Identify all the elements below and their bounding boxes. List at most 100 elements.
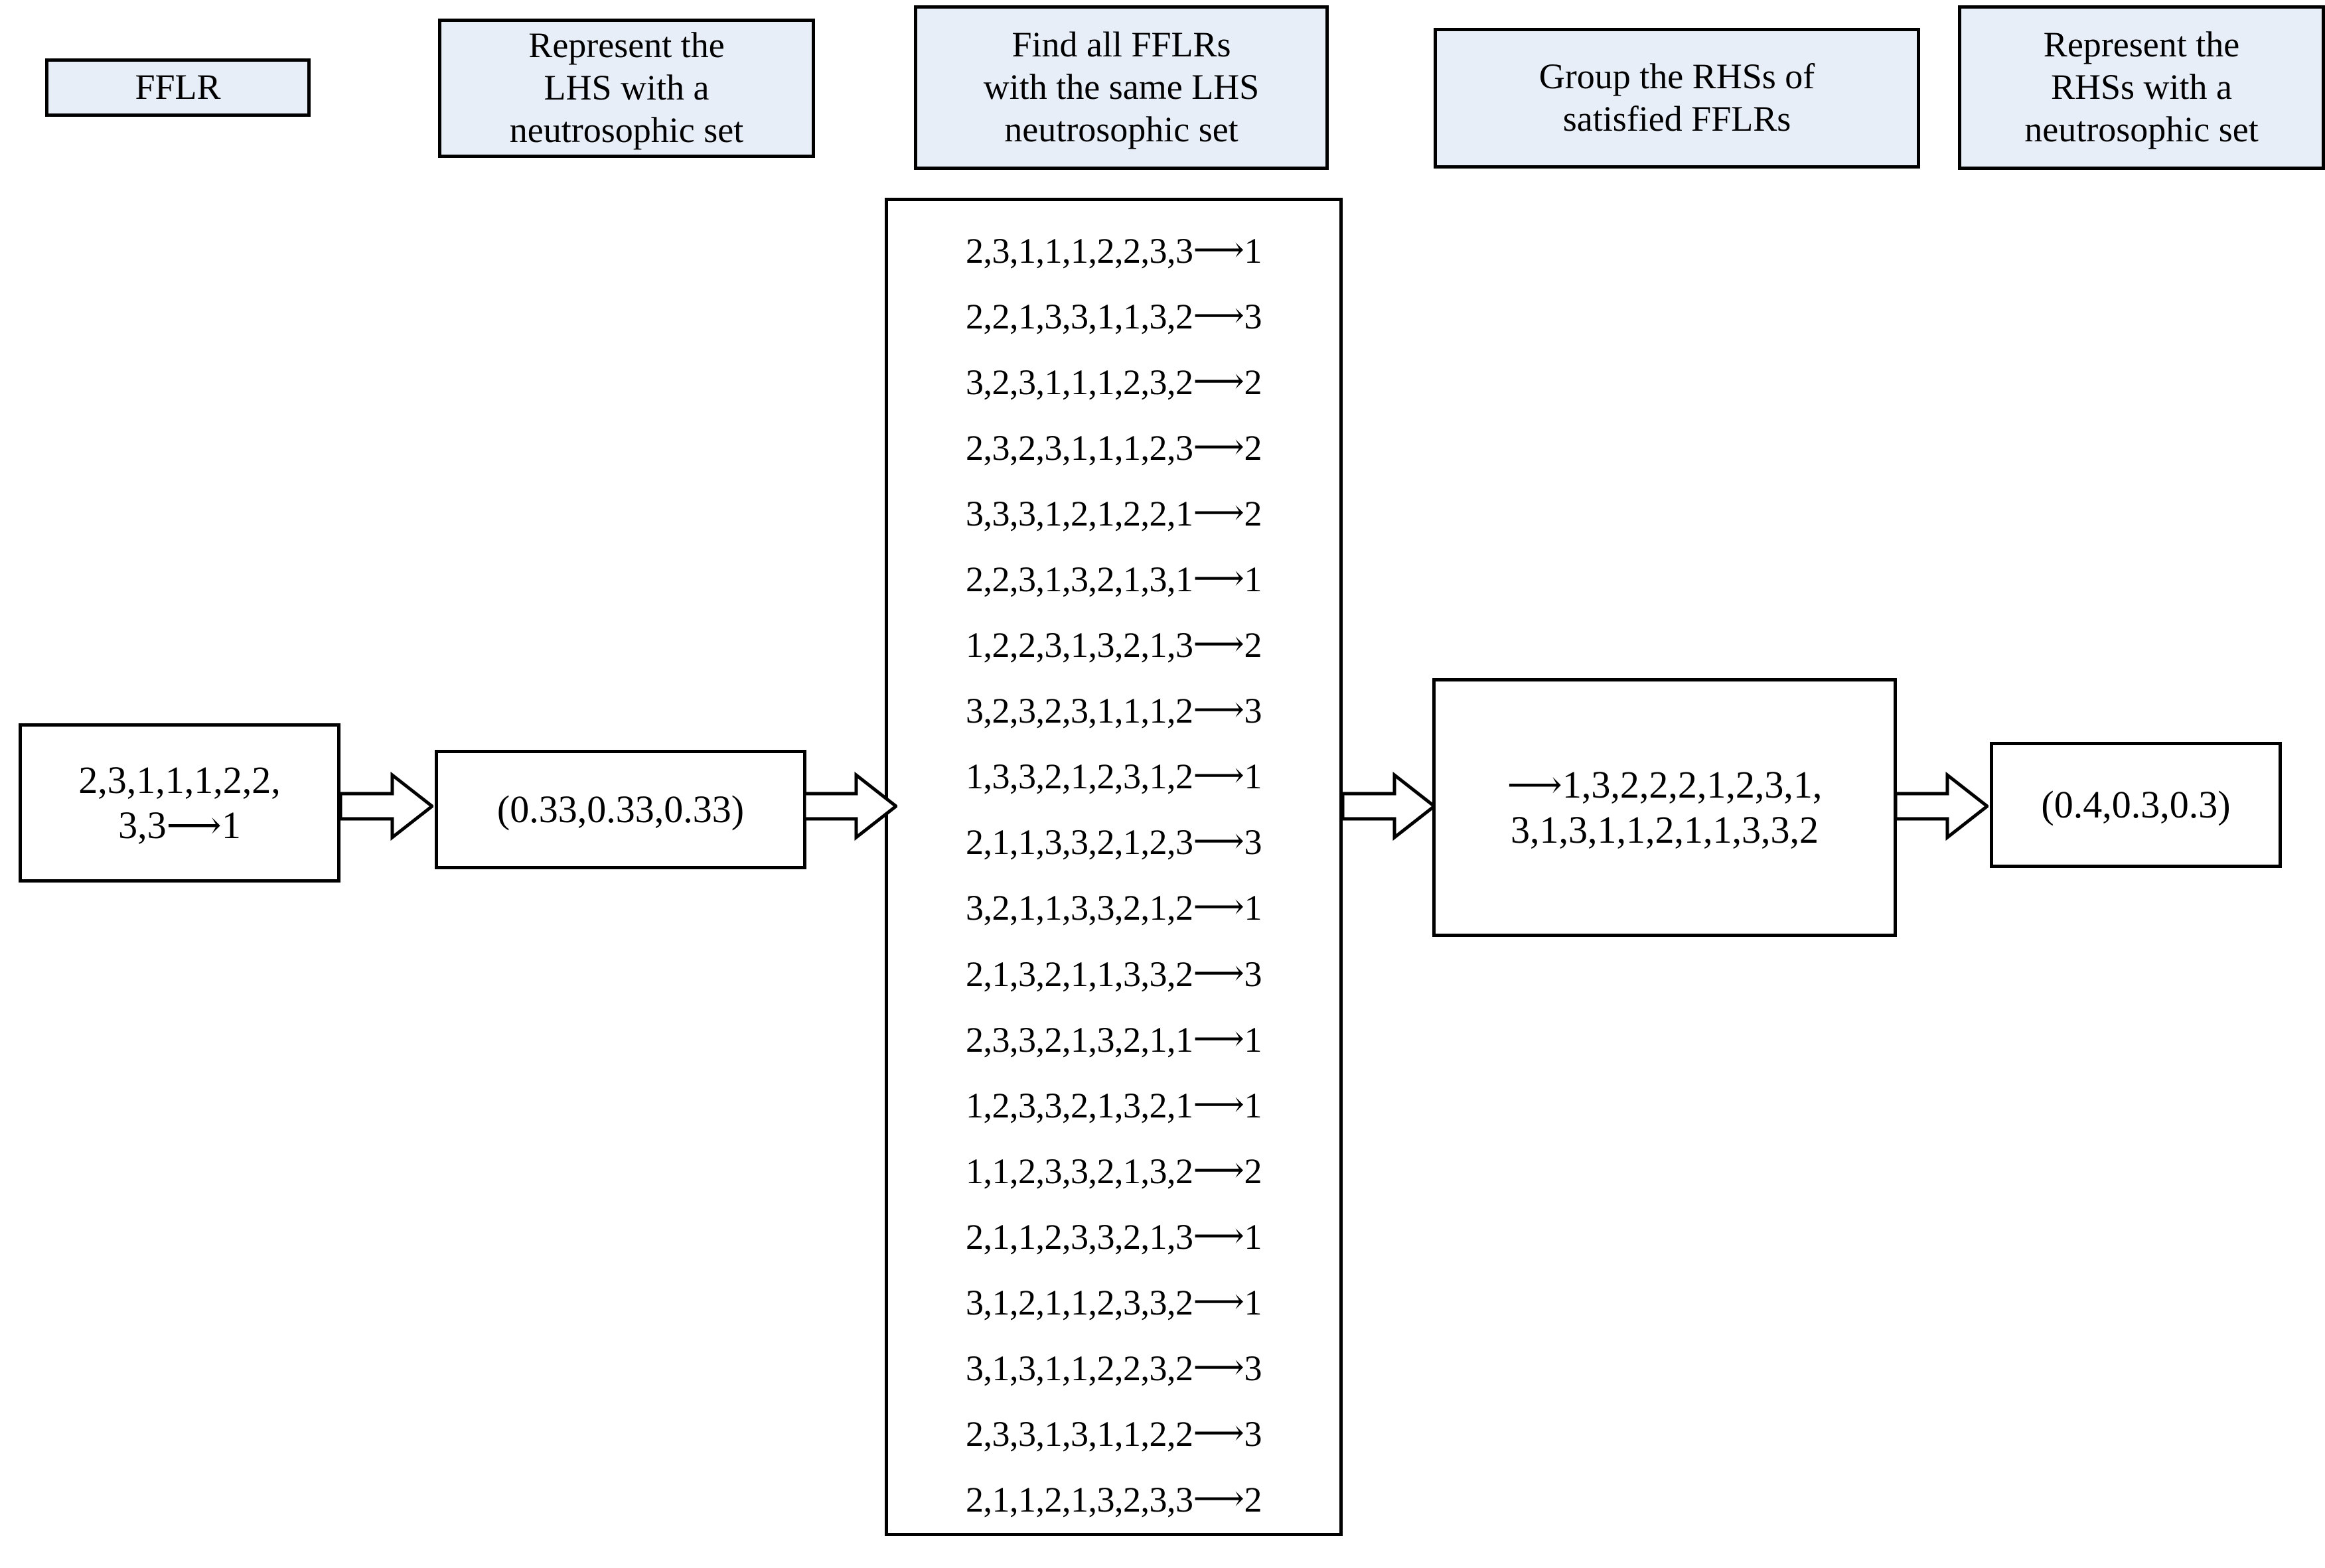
rule-row: 3,2,1,1,3,3,2,1,2⟶1 bbox=[888, 875, 1339, 941]
rule-lhs: 3,1,3,1,1,2,2,3,2 bbox=[966, 1348, 1193, 1388]
rule-arrow-icon: ⟶ bbox=[1193, 558, 1244, 599]
rule-lhs: 2,3,3,1,3,1,1,2,2 bbox=[966, 1413, 1193, 1454]
header-label-represent-lhs: Represent the LHS with a neutrosophic se… bbox=[509, 25, 744, 150]
rule-row: 2,1,1,2,1,3,2,3,3⟶2 bbox=[888, 1467, 1339, 1533]
rule-row: 1,2,2,3,1,3,2,1,3⟶2 bbox=[888, 612, 1339, 678]
rule-rhs: 3 bbox=[1244, 1348, 1262, 1388]
rule-row: 3,2,3,2,3,1,1,1,2⟶3 bbox=[888, 678, 1339, 744]
rhs-neutrosophic-value: (0.4,0.3,0.3) bbox=[2041, 782, 2231, 826]
rule-rhs: 1 bbox=[1244, 559, 1262, 600]
rule-arrow-icon: ⟶ bbox=[1193, 427, 1244, 467]
grouped-rhs-box: ⟶1,3,2,2,2,1,2,3,1, 3,1,3,1,1,2,1,1,3,3,… bbox=[1432, 678, 1897, 937]
rule-rhs: 1 bbox=[1244, 888, 1262, 928]
rule-row: 2,2,3,1,3,2,1,3,1⟶1 bbox=[888, 547, 1339, 612]
rule-rhs: 3 bbox=[1244, 1413, 1262, 1454]
rule-row: 3,1,2,1,1,2,3,3,2⟶1 bbox=[888, 1270, 1339, 1336]
grouped-rhs-value: ⟶1,3,2,2,2,1,2,3,1, 3,1,3,1,1,2,1,1,3,3,… bbox=[1507, 762, 1823, 851]
rule-arrow-icon: ⟶ bbox=[1193, 1412, 1244, 1453]
rule-rhs: 1 bbox=[1244, 231, 1262, 271]
rule-rhs: 1 bbox=[1244, 1282, 1262, 1322]
rule-row: 2,3,3,1,3,1,1,2,2⟶3 bbox=[888, 1401, 1339, 1467]
rule-arrow-icon: ⟶ bbox=[1193, 689, 1244, 730]
rule-row: 2,3,2,3,1,1,1,2,3⟶2 bbox=[888, 415, 1339, 481]
header-box-group-rhss: Group the RHSs of satisfied FFLRs bbox=[1434, 28, 1920, 169]
rule-arrow-icon: ⟶ bbox=[1193, 492, 1244, 533]
rule-arrow-icon: ⟶ bbox=[1193, 295, 1244, 336]
rule-arrow-icon: ⟶ bbox=[1193, 361, 1244, 401]
rule-lhs: 1,1,2,3,3,2,1,3,2 bbox=[966, 1151, 1193, 1191]
rule-arrow-icon: ⟶ bbox=[1193, 821, 1244, 861]
rule-row: 2,3,1,1,1,2,2,3,3⟶1 bbox=[888, 218, 1339, 284]
rule-row: 1,2,3,3,2,1,3,2,1⟶1 bbox=[888, 1073, 1339, 1139]
lhs-neutrosophic-box: (0.33,0.33,0.33) bbox=[435, 750, 806, 869]
rule-lhs: 1,2,3,3,2,1,3,2,1 bbox=[966, 1085, 1193, 1125]
rule-rhs: 3 bbox=[1244, 822, 1262, 863]
header-label-find-fflrs: Find all FFLRs with the same LHS neutros… bbox=[983, 25, 1260, 149]
rule-rhs: 1 bbox=[1244, 756, 1262, 797]
rule-rhs: 1 bbox=[1244, 1019, 1262, 1060]
rule-lhs: 2,1,1,2,1,3,2,3,3 bbox=[966, 1479, 1193, 1520]
rule-arrow-icon: ⟶ bbox=[1193, 1018, 1244, 1058]
input-fflr-box: 2,3,1,1,1,2,2, 3,3⟶1 bbox=[19, 723, 340, 883]
rule-row: 2,3,3,2,1,3,2,1,1⟶1 bbox=[888, 1007, 1339, 1073]
rule-lhs: 2,1,1,2,3,3,2,1,3 bbox=[966, 1216, 1193, 1257]
rule-lhs: 2,1,1,3,3,2,1,2,3 bbox=[966, 822, 1193, 863]
lhs-neutrosophic-value: (0.33,0.33,0.33) bbox=[496, 787, 745, 831]
rule-arrow-icon: ⟶ bbox=[1193, 1346, 1244, 1387]
rule-row: 2,2,1,3,3,1,1,3,2⟶3 bbox=[888, 284, 1339, 350]
rule-rhs: 1 bbox=[1244, 1216, 1262, 1257]
rule-lhs: 3,2,3,2,3,1,1,1,2 bbox=[966, 691, 1193, 731]
rule-row: 3,3,3,1,2,1,2,2,1⟶2 bbox=[888, 481, 1339, 547]
rule-rhs: 3 bbox=[1244, 954, 1262, 994]
rule-arrow-icon: ⟶ bbox=[1193, 1281, 1244, 1321]
rule-lhs: 2,3,2,3,1,1,1,2,3 bbox=[966, 428, 1193, 468]
rule-lhs: 3,2,3,1,1,1,2,3,2 bbox=[966, 362, 1193, 403]
rule-rhs: 3 bbox=[1244, 297, 1262, 337]
rule-lhs: 3,3,3,1,2,1,2,2,1 bbox=[966, 494, 1193, 534]
rule-lhs: 2,2,1,3,3,1,1,3,2 bbox=[966, 297, 1193, 337]
rule-lhs: 2,2,3,1,3,2,1,3,1 bbox=[966, 559, 1193, 600]
arrow-group-to-rhs-icon bbox=[1896, 770, 1988, 843]
header-box-find-fflrs: Find all FFLRs with the same LHS neutros… bbox=[914, 5, 1329, 170]
rhs-neutrosophic-box: (0.4,0.3,0.3) bbox=[1990, 742, 2282, 868]
rule-rhs: 1 bbox=[1244, 1085, 1262, 1125]
rule-arrow-icon: ⟶ bbox=[1193, 755, 1244, 796]
rule-lhs: 3,2,1,1,3,3,2,1,2 bbox=[966, 888, 1193, 928]
rule-row: 2,1,1,3,3,2,1,2,3⟶3 bbox=[888, 810, 1339, 875]
rule-rhs: 3 bbox=[1244, 691, 1262, 731]
rule-arrow-icon: ⟶ bbox=[1193, 230, 1244, 269]
rule-lhs: 2,3,3,2,1,3,2,1,1 bbox=[966, 1019, 1193, 1060]
rule-row: 1,1,2,3,3,2,1,3,2⟶2 bbox=[888, 1139, 1339, 1204]
rule-rhs: 2 bbox=[1244, 362, 1262, 403]
rule-row: 3,1,3,1,1,2,2,3,2⟶3 bbox=[888, 1336, 1339, 1401]
input-fflr-value: 2,3,1,1,1,2,2, 3,3⟶1 bbox=[78, 758, 281, 847]
rule-arrow-icon: ⟶ bbox=[1193, 1215, 1244, 1255]
arrow-lhs-to-rules-icon bbox=[804, 770, 897, 843]
rule-row: 1,3,3,2,1,2,3,1,2⟶1 bbox=[888, 744, 1339, 810]
header-label-represent-rhs: Represent the RHSs with a neutrosophic s… bbox=[2024, 25, 2259, 149]
rule-arrow-icon: ⟶ bbox=[1193, 624, 1244, 664]
rule-row: 2,1,3,2,1,1,3,3,2⟶3 bbox=[888, 942, 1339, 1007]
rule-lhs: 3,1,2,1,1,2,3,3,2 bbox=[966, 1282, 1193, 1322]
rule-row: 3,2,3,1,1,1,2,3,2⟶2 bbox=[888, 350, 1339, 415]
rule-rhs: 2 bbox=[1244, 494, 1262, 534]
header-box-fflr: FFLR bbox=[45, 58, 311, 117]
rule-lhs: 1,3,3,2,1,2,3,1,2 bbox=[966, 756, 1193, 797]
arrow-input-to-lhs-icon bbox=[340, 770, 433, 843]
rule-arrow-icon: ⟶ bbox=[1193, 1084, 1244, 1124]
rule-rhs: 2 bbox=[1244, 1479, 1262, 1520]
rule-arrow-icon: ⟶ bbox=[1193, 887, 1244, 927]
rule-arrow-icon: ⟶ bbox=[1193, 1149, 1244, 1190]
rule-rhs: 2 bbox=[1244, 1151, 1262, 1191]
arrow-rules-to-group-icon bbox=[1343, 770, 1436, 843]
rule-rhs: 2 bbox=[1244, 625, 1262, 666]
rule-lhs: 2,1,3,2,1,1,3,3,2 bbox=[966, 954, 1193, 994]
rule-lhs: 1,2,2,3,1,3,2,1,3 bbox=[966, 625, 1193, 666]
header-label-group-rhss: Group the RHSs of satisfied FFLRs bbox=[1538, 56, 1815, 139]
rule-row: 2,1,1,2,3,3,2,1,3⟶1 bbox=[888, 1204, 1339, 1270]
header-box-represent-lhs: Represent the LHS with a neutrosophic se… bbox=[438, 19, 815, 158]
header-box-represent-rhs: Represent the RHSs with a neutrosophic s… bbox=[1958, 5, 2325, 170]
